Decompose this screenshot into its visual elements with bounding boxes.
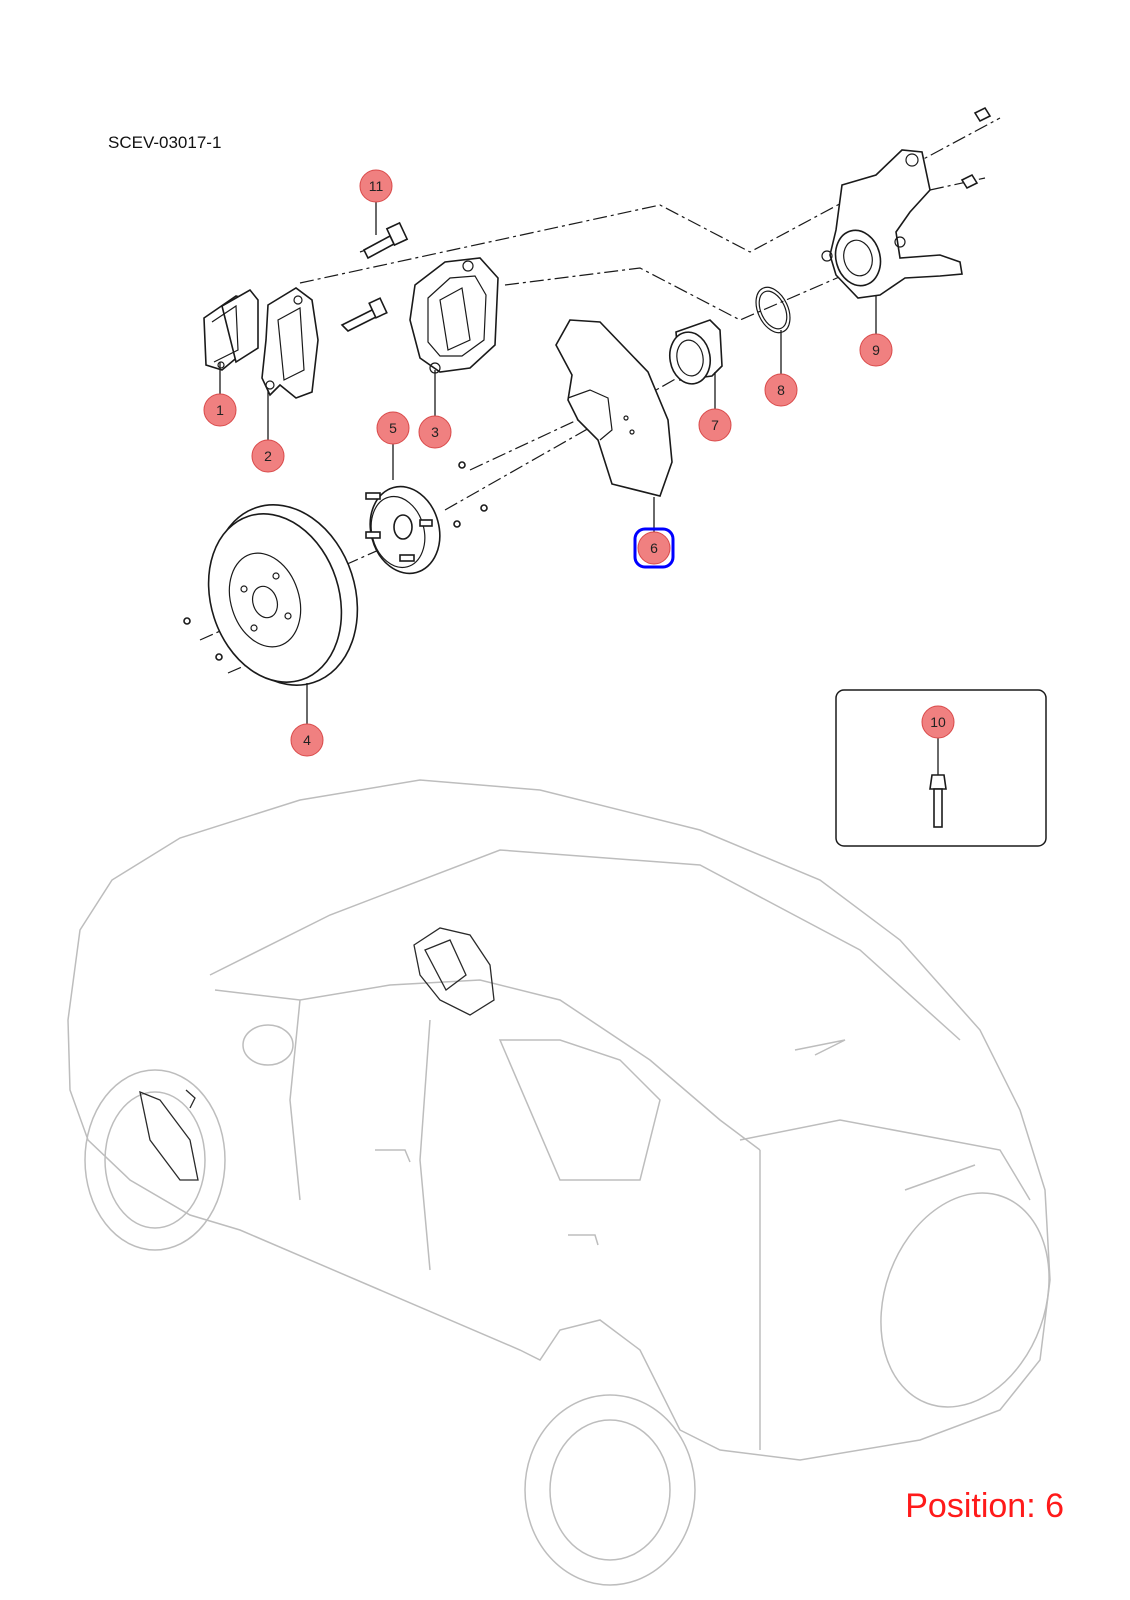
callout-number: 2 (264, 448, 272, 464)
leader-lines (219, 201, 939, 775)
callout-7[interactable]: 7 (698, 408, 732, 442)
callout-number: 5 (389, 420, 397, 436)
callout-4[interactable]: 4 (290, 723, 324, 757)
callout-badge[interactable] (921, 705, 955, 739)
front-brake-on-vehicle (139, 927, 495, 1181)
callout-number: 6 (650, 540, 658, 556)
callout-badge[interactable] (418, 415, 452, 449)
bleeder-bolt-part[interactable] (362, 221, 409, 260)
callout-6[interactable]: 6 (633, 527, 675, 569)
dust-shield-part[interactable] (555, 319, 673, 497)
callout-number: 8 (777, 382, 785, 398)
callout-number: 9 (872, 342, 880, 358)
callout-8[interactable]: 8 (764, 373, 798, 407)
callout-5[interactable]: 5 (376, 411, 410, 445)
callout-number: 10 (930, 714, 946, 730)
callout-number: 7 (711, 417, 719, 433)
callout-badge[interactable] (859, 333, 893, 367)
callout-badge[interactable] (203, 393, 237, 427)
callout-3[interactable]: 3 (418, 415, 452, 449)
snap-ring-part[interactable] (749, 282, 796, 338)
callouts-layer: 1 2 3 4 5 6 7 8 9 10 11 (203, 169, 955, 757)
wheel-hub-part[interactable] (361, 461, 488, 581)
callout-badge[interactable] (376, 411, 410, 445)
callout-2[interactable]: 2 (251, 439, 285, 473)
brake-caliper-part[interactable] (409, 257, 499, 374)
callout-badge[interactable] (290, 723, 324, 757)
wheel-bearing-part[interactable] (666, 319, 723, 387)
vehicle-outline (67, 779, 1051, 1586)
callout-badge[interactable] (359, 169, 393, 203)
inset-box-part-10 (835, 689, 1047, 847)
callout-badge[interactable] (764, 373, 798, 407)
callout-9[interactable]: 9 (859, 333, 893, 367)
callout-badge[interactable] (251, 439, 285, 473)
callout-number: 3 (431, 424, 439, 440)
callout-10[interactable]: 10 (921, 705, 955, 739)
position-label: Position: 6 (905, 1487, 1064, 1525)
callout-number: 1 (216, 402, 224, 418)
diagram-code: SCEV-03017-1 (108, 133, 222, 152)
guide-pin-part[interactable] (340, 297, 388, 332)
selected-callout-highlight (633, 527, 675, 569)
callout-number: 4 (303, 732, 311, 748)
callout-1[interactable]: 1 (203, 393, 237, 427)
callout-badge[interactable] (637, 531, 671, 565)
steering-knuckle-part[interactable] (821, 106, 992, 299)
callout-11[interactable]: 11 (359, 169, 393, 203)
bolt-part[interactable] (929, 774, 947, 828)
caliper-bracket-part[interactable] (261, 287, 319, 399)
callout-number: 11 (369, 178, 384, 194)
brake-pads-part[interactable] (203, 288, 259, 371)
brake-disc-part[interactable] (183, 486, 380, 704)
callout-badge[interactable] (698, 408, 732, 442)
